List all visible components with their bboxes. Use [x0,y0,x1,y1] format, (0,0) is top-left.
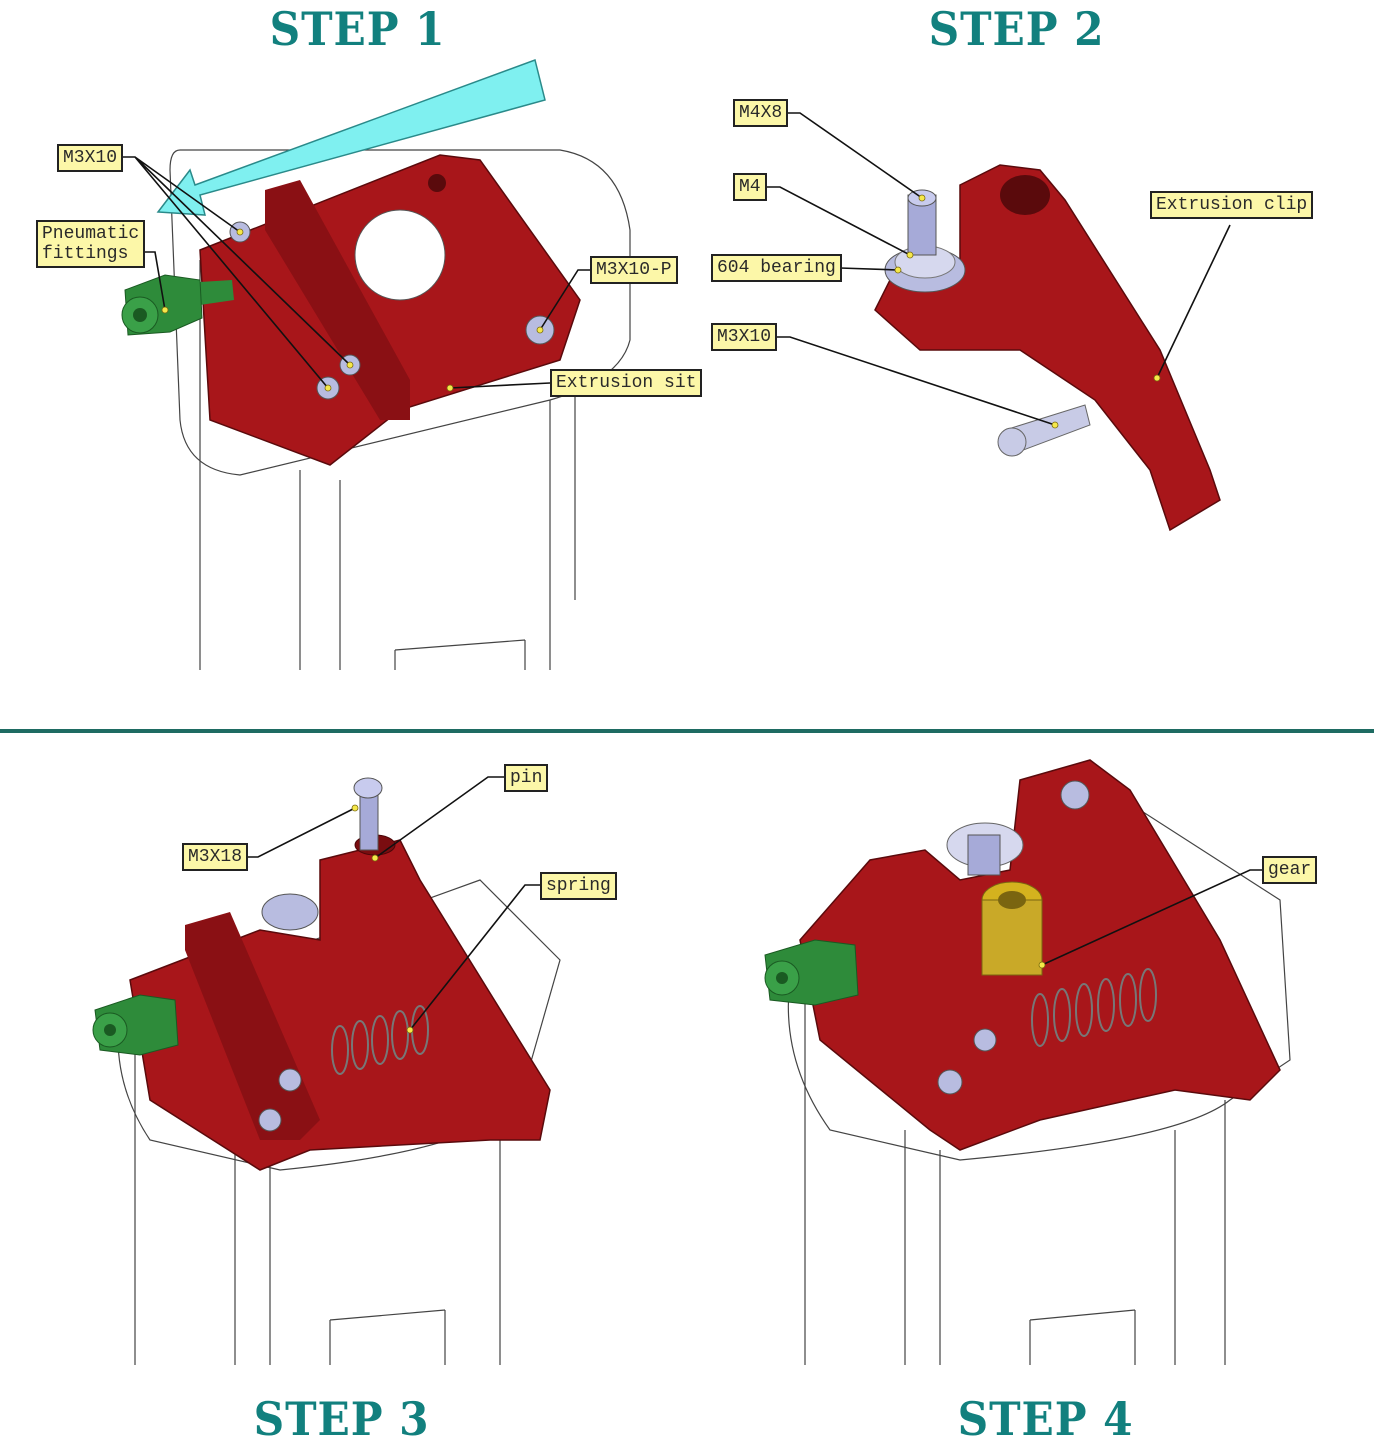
step-4-title: STEP 4 [957,1392,1134,1446]
label-m3x10-step2: M3X10 [711,323,778,351]
label-604-bearing: 604 bearing [711,254,842,282]
step-4-motor-outline [787,809,1291,1365]
label-pneumatic-fittings: Pneumatic fittings [36,220,146,268]
label-m3x10-p: M3X10-P [590,256,678,284]
step-1-title: STEP 1 [269,2,446,56]
step-1-extruder [121,154,581,466]
label-spring: spring [540,872,617,900]
step-4-extruder [764,759,1281,1151]
step-2-title: STEP 2 [928,2,1105,56]
step-3-extruder [92,777,551,1171]
label-extrusion-sit: Extrusion sit [550,369,703,397]
label-m3x10-step1: M3X10 [57,144,124,172]
step-2-extrusion-clip [874,164,1221,532]
label-m4x8: M4X8 [733,99,789,127]
label-pin: pin [504,764,549,792]
anchor-dots [161,194,1161,1034]
label-m4: M4 [733,173,767,201]
step-3-title: STEP 3 [253,1392,430,1446]
label-gear: gear [1262,856,1318,884]
label-extrusion-clip: Extrusion clip [1150,191,1314,219]
section-divider [0,729,1374,733]
label-m3x18: M3X18 [182,843,249,871]
